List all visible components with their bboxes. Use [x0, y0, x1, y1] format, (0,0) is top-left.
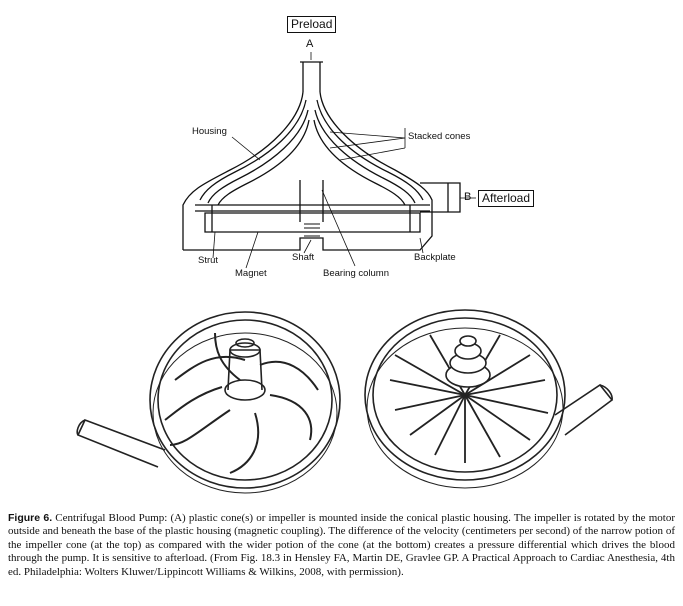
pump-photographs	[76, 309, 614, 494]
bearing-column-label: Bearing column	[323, 268, 390, 279]
figure-caption: Figure 6. Centrifugal Blood Pump: (A) pl…	[8, 512, 675, 579]
pump-schematic	[182, 52, 476, 269]
housing-label: Housing	[192, 126, 227, 137]
afterload-label: Afterload	[478, 190, 535, 207]
preload-label: Preload	[287, 16, 337, 33]
backplate-label: Backplate	[414, 252, 456, 263]
strut-label: Strut	[198, 255, 219, 266]
letter-b-label: B	[464, 191, 472, 203]
right-pump-illustration	[364, 309, 614, 489]
left-pump-illustration	[76, 311, 341, 494]
letter-a-label: A	[306, 38, 314, 50]
shaft-label: Shaft	[292, 252, 315, 263]
magnet-label: Magnet	[235, 268, 267, 279]
stacked-cones-label: Stacked cones	[408, 131, 471, 142]
caption-text: Centrifugal Blood Pump: (A) plastic cone…	[8, 512, 675, 578]
figure-label: Figure 6.	[8, 512, 53, 524]
